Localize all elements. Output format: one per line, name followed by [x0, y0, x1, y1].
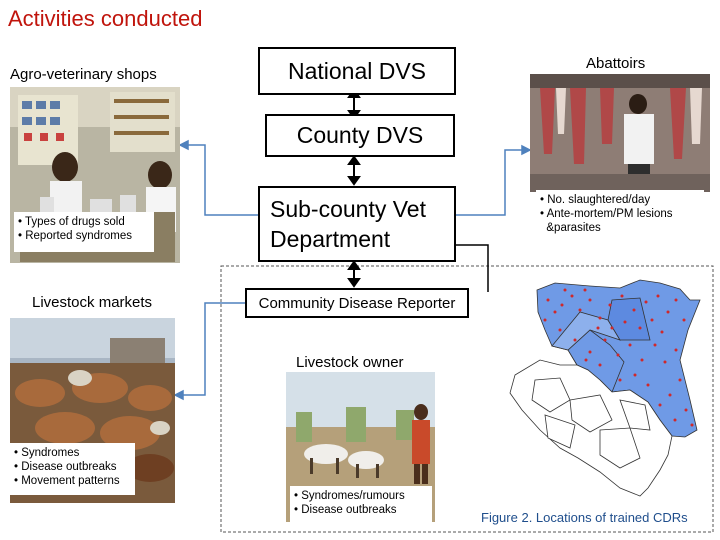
abattoir-note: • Ante-mortem/PM lesions [540, 208, 673, 220]
abattoir-photo [530, 74, 710, 192]
market-note: • Syndromes [14, 447, 80, 459]
abattoir-notes: • No. slaughtered/day • Ante-mortem/PM l… [536, 190, 704, 240]
agro-vet-note: • Reported syndromes [18, 230, 132, 242]
livestock-markets-label: Livestock markets [32, 294, 153, 311]
community-dashed-region [220, 265, 714, 533]
market-notes: • Syndromes • Disease outbreaks • Moveme… [10, 443, 135, 495]
subcounty-vet-box: Sub-county Vet Department [258, 186, 456, 262]
cdr-box: Community Disease Reporter [245, 288, 469, 318]
market-note: • Movement patterns [14, 475, 120, 487]
county-dvs-label: County DVS [296, 122, 424, 148]
market-note: • Disease outbreaks [14, 461, 117, 473]
figure-caption: Figure 2. Locations of trained CDRs [481, 510, 688, 525]
abattoir-note: • No. slaughtered/day [540, 194, 651, 206]
subcounty-line-2: Department [270, 226, 391, 252]
livestock-owner-label: Livestock owner [296, 354, 404, 371]
subcounty-line-1: Sub-county Vet [270, 196, 426, 222]
agro-vet-shops-label: Agro-veterinary shops [10, 66, 157, 83]
agro-vet-note: • Types of drugs sold [18, 216, 125, 228]
national-dvs-label: National DVS [287, 57, 427, 84]
owner-note: • Syndromes/rumours [294, 490, 405, 502]
cdr-label: Community Disease Reporter [258, 294, 456, 312]
owner-note: • Disease outbreaks [294, 504, 397, 516]
agro-vet-notes: • Types of drugs sold • Reported syndrom… [14, 212, 154, 252]
abattoirs-label: Abattoirs [586, 55, 646, 72]
abattoir-note: &parasites [540, 222, 601, 234]
page-title: Activities conducted [8, 6, 203, 31]
county-dvs-box: County DVS [265, 114, 455, 157]
blue-connectors [173, 139, 532, 401]
owner-notes: • Syndromes/rumours • Disease outbreaks [290, 486, 432, 522]
national-dvs-box: National DVS [258, 47, 456, 95]
